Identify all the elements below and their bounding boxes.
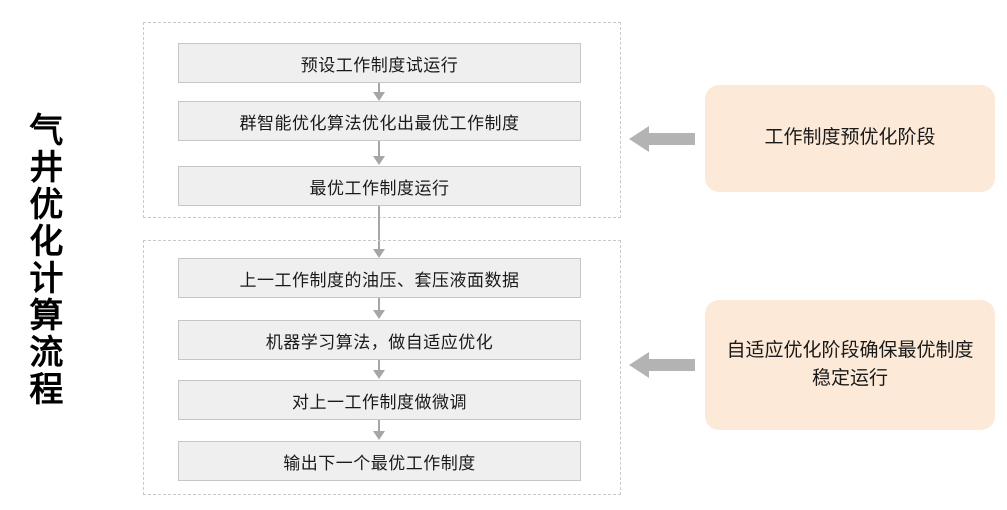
arrow-down-icon <box>373 206 385 258</box>
step-box[interactable]: 上一工作制度的油压、套压液面数据 <box>178 258 581 298</box>
arrow-down-icon <box>373 141 385 165</box>
group-adaptive-optimization <box>143 240 621 495</box>
step-box[interactable]: 对上一工作制度做微调 <box>178 380 581 420</box>
arrow-down-icon <box>373 420 385 440</box>
arrow-left-icon <box>629 350 695 380</box>
step-box[interactable]: 输出下一个最优工作制度 <box>178 441 581 481</box>
group-pre-optimization <box>143 22 621 218</box>
callout-pre-optimization: 工作制度预优化阶段 <box>705 85 995 192</box>
arrow-down-icon <box>373 298 385 319</box>
arrow-down-icon <box>373 360 385 379</box>
arrow-down-icon <box>373 83 385 101</box>
step-box[interactable]: 预设工作制度试运行 <box>178 43 581 83</box>
step-box[interactable]: 机器学习算法，做自适应优化 <box>178 320 581 360</box>
page-title: 气井优化计算流程 <box>23 112 62 408</box>
callout-adaptive-optimization: 自适应优化阶段确保最优制度稳定运行 <box>705 300 995 430</box>
step-box[interactable]: 最优工作制度运行 <box>178 166 581 206</box>
step-box[interactable]: 群智能优化算法优化出最优工作制度 <box>178 101 581 141</box>
arrow-left-icon <box>629 124 695 154</box>
